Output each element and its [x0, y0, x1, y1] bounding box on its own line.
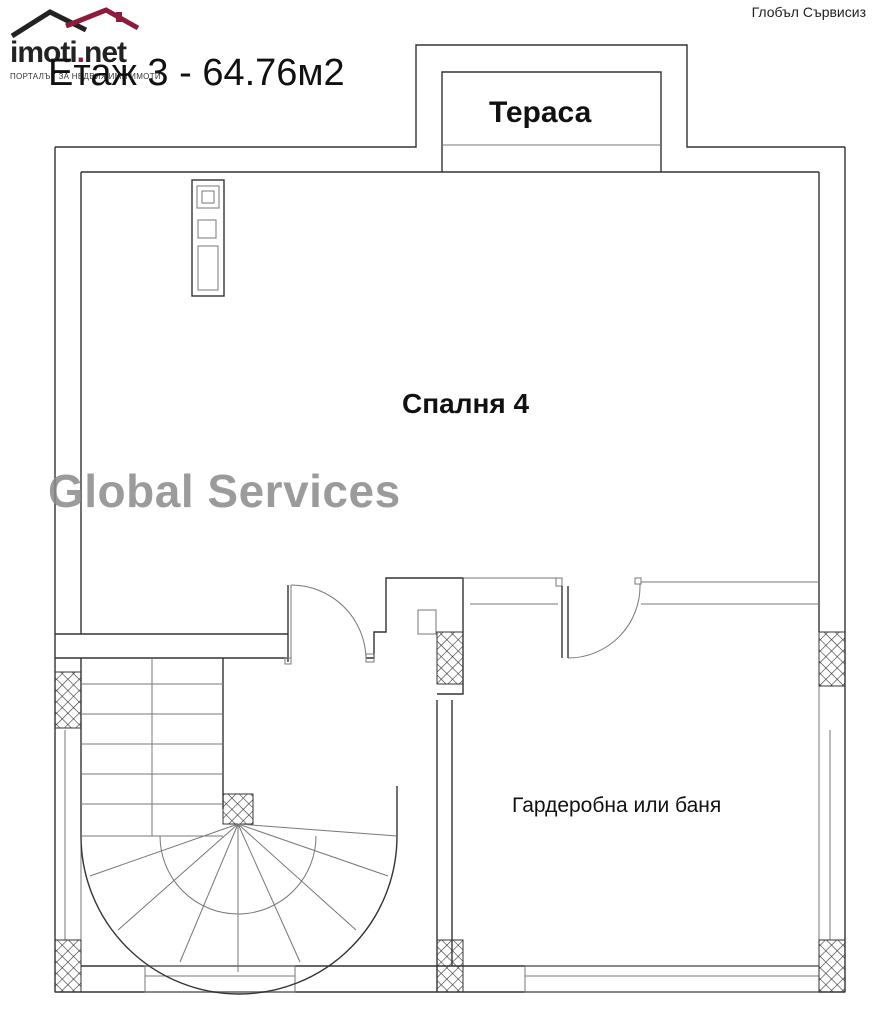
staircase	[80, 658, 398, 995]
imoti-logo[interactable]: imoti.net ПОРТАЛЪТ ЗА НЕДВИЖИМИ ИМОТИ	[6, 6, 176, 86]
outer-walls	[54, 147, 846, 993]
house-roof-icon	[10, 7, 140, 39]
watermark-text: Global Services	[48, 465, 401, 517]
logo-wordmark: imoti.net	[10, 36, 127, 69]
logo-tagline: ПОРТАЛЪТ ЗА НЕДВИЖИМИ ИМОТИ	[10, 72, 161, 81]
room-label-bedroom: Спалня 4	[402, 388, 530, 419]
terrace-walls	[55, 44, 845, 172]
vent-shaft	[191, 179, 225, 297]
room-label-terrace: Тераса	[489, 96, 592, 129]
floor-title: Етаж 3 - 64.76м2	[48, 52, 345, 94]
columns	[54, 631, 846, 993]
room-label-wardrobe: Гардеробна или баня	[512, 794, 722, 817]
agency-credit: Глобъл Сървисиз	[751, 4, 866, 20]
